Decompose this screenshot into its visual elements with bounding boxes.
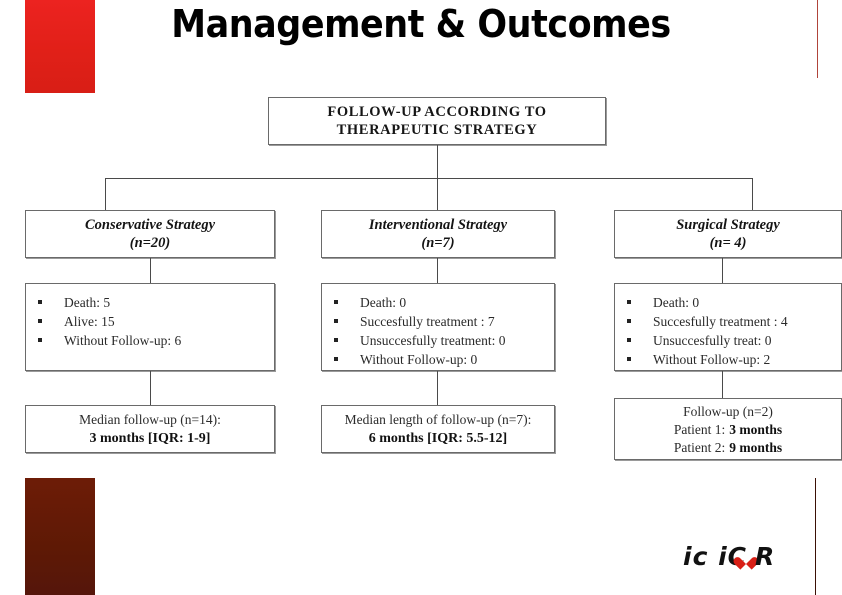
connector-bus-to-branch-3 xyxy=(752,178,753,210)
heart-icon xyxy=(738,552,754,566)
icicor-logo: ic iC R xyxy=(683,542,783,576)
bullet-text: Unsuccesfully treat: 0 xyxy=(653,333,772,348)
connector-bullets1-to-followup1 xyxy=(150,371,151,405)
list-item: Death: 0 xyxy=(615,293,841,312)
bullet-list-conservative: Death: 5 Alive: 15 Without Follow-up: 6 xyxy=(26,284,274,350)
bullet-text: Death: 5 xyxy=(64,295,111,310)
connector-bus xyxy=(105,178,753,179)
followup-patient-2-label: Patient 2: xyxy=(673,439,726,455)
bullet-square-icon xyxy=(38,319,42,323)
followup-patient-1-label: Patient 1: xyxy=(673,421,726,437)
connector-bullets3-to-followup3 xyxy=(722,371,723,398)
list-item: Death: 0 xyxy=(322,293,554,312)
bullet-square-icon xyxy=(38,338,42,342)
list-item: Without Follow-up: 0 xyxy=(322,350,554,369)
bullet-text: Without Follow-up: 2 xyxy=(653,352,771,367)
list-item: Succesfully treatment : 7 xyxy=(322,312,554,331)
connector-strategy1-to-bullets1 xyxy=(150,258,151,283)
flowchart-root-box: FOLLOW-UP ACCORDING TO THERAPEUTIC STRAT… xyxy=(268,97,606,145)
connector-bullets2-to-followup2 xyxy=(437,371,438,405)
bullet-text: Death: 0 xyxy=(653,295,700,310)
strategy-name-3: Surgical Strategy xyxy=(676,217,780,233)
followup-box-interventional: Median length of follow-up (n=7): 6 mont… xyxy=(321,405,555,453)
bullet-square-icon xyxy=(334,357,338,361)
root-title-line1: FOLLOW-UP ACCORDING TO xyxy=(327,104,547,120)
bullet-text: Succesfully treatment : 7 xyxy=(360,314,495,329)
list-item: Unsuccesfully treat: 0 xyxy=(615,331,841,350)
followup-line2-interventional: 6 months [IQR: 5.5-12] xyxy=(368,431,508,446)
decorative-red-block xyxy=(25,0,95,93)
root-title-line2: THERAPEUTIC STRATEGY xyxy=(336,122,538,138)
list-item: Without Follow-up: 6 xyxy=(26,331,274,350)
bullet-square-icon xyxy=(334,300,338,304)
bullet-text: Succesfully treatment : 4 xyxy=(653,314,788,329)
strategy-box-conservative: Conservative Strategy (n=20) xyxy=(25,210,275,258)
connector-bus-to-branch-1 xyxy=(105,178,106,210)
bullet-text: Alive: 15 xyxy=(64,314,115,329)
outcomes-box-surgical: Death: 0 Succesfully treatment : 4 Unsuc… xyxy=(614,283,842,371)
connector-strategy3-to-bullets3 xyxy=(722,258,723,283)
followup-patient-1-row: Patient 1: 3 months xyxy=(615,421,841,439)
strategy-count-2: (n=7) xyxy=(421,235,455,251)
list-item: Death: 5 xyxy=(26,293,274,312)
slide-title: Management & Outcomes xyxy=(171,2,671,46)
list-item: Without Follow-up: 2 xyxy=(615,350,841,369)
bullet-square-icon xyxy=(627,357,631,361)
strategy-name-1: Conservative Strategy xyxy=(84,217,216,233)
strategy-count-3: (n= 4) xyxy=(709,235,747,251)
bullet-square-icon xyxy=(334,338,338,342)
list-item: Unsuccesfully treatment: 0 xyxy=(322,331,554,350)
outcomes-box-conservative: Death: 5 Alive: 15 Without Follow-up: 6 xyxy=(25,283,275,371)
list-item: Alive: 15 xyxy=(26,312,274,331)
followup-patient-2-value: 9 months xyxy=(729,439,783,455)
strategy-box-surgical: Surgical Strategy (n= 4) xyxy=(614,210,842,258)
strategy-box-interventional: Interventional Strategy (n=7) xyxy=(321,210,555,258)
followup-line1-interventional: Median length of follow-up (n=7): xyxy=(344,412,532,427)
followup-line2-conservative: 3 months [IQR: 1-9] xyxy=(89,431,211,446)
connector-strategy2-to-bullets2 xyxy=(437,258,438,283)
decorative-maroon-block xyxy=(25,478,95,595)
followup-box-conservative: Median follow-up (n=14): 3 months [IQR: … xyxy=(25,405,275,453)
followup-line1-conservative: Median follow-up (n=14): xyxy=(79,412,221,427)
outcomes-box-interventional: Death: 0 Succesfully treatment : 7 Unsuc… xyxy=(321,283,555,371)
decorative-right-rule-bottom xyxy=(815,478,816,595)
strategy-name-2: Interventional Strategy xyxy=(368,217,508,233)
bullet-list-surgical: Death: 0 Succesfully treatment : 4 Unsuc… xyxy=(615,284,841,369)
bullet-text: Without Follow-up: 0 xyxy=(360,352,478,367)
followup-patient-1-value: 3 months xyxy=(729,421,783,437)
bullet-square-icon xyxy=(627,338,631,342)
followup-patient-2-row: Patient 2: 9 months xyxy=(615,439,841,457)
bullet-square-icon xyxy=(627,319,631,323)
list-item: Succesfully treatment : 4 xyxy=(615,312,841,331)
bullet-square-icon xyxy=(38,300,42,304)
followup-box-surgical: Follow-up (n=2) Patient 1: 3 months Pati… xyxy=(614,398,842,460)
bullet-text: Death: 0 xyxy=(360,295,407,310)
bullet-text: Without Follow-up: 6 xyxy=(64,333,182,348)
bullet-square-icon xyxy=(334,319,338,323)
strategy-count-1: (n=20) xyxy=(129,235,171,251)
logo-text-right: R xyxy=(755,542,776,571)
bullet-square-icon xyxy=(627,300,631,304)
decorative-right-rule-top xyxy=(817,0,818,78)
bullet-text: Unsuccesfully treatment: 0 xyxy=(360,333,506,348)
bullet-list-interventional: Death: 0 Succesfully treatment : 7 Unsuc… xyxy=(322,284,554,369)
followup-line1-surgical: Follow-up (n=2) xyxy=(683,403,773,419)
